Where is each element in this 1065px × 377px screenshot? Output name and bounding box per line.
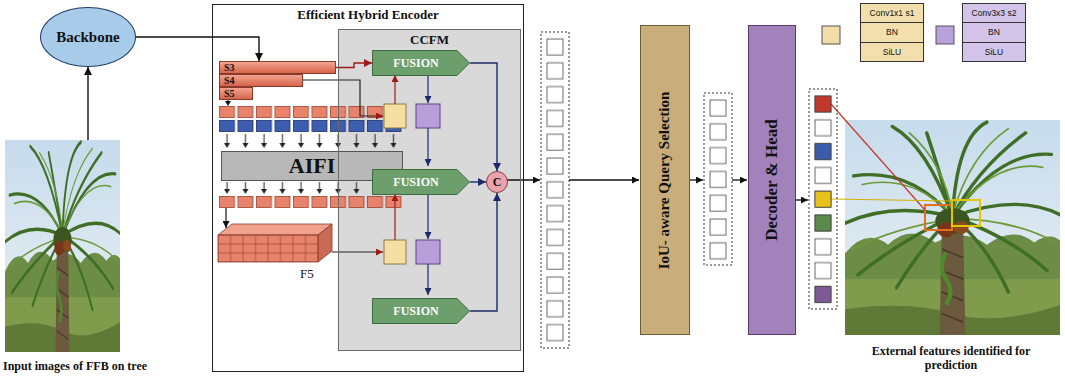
block-label: BN [860, 22, 924, 42]
prediction-token [815, 286, 831, 302]
block-label: BN [962, 22, 1026, 42]
photo-caption: Input images of FFB on tree [2, 359, 147, 376]
fusion-outline [373, 51, 470, 76]
prediction-token [815, 96, 831, 112]
token-row [218, 196, 403, 208]
prediction-token [815, 215, 831, 231]
conv-block: Conv3x3 s2BNSiLU [962, 4, 1026, 62]
feature-bar: S5 [219, 87, 253, 100]
decoder-head-box: Decoder & Head [748, 25, 796, 335]
connector-arrow [87, 67, 88, 140]
prediction-token [815, 144, 831, 160]
node-label: C [493, 175, 502, 190]
block-label: Conv3x3 s2 [962, 3, 1026, 23]
bar-label: S4 [224, 76, 235, 86]
flow-arrow [427, 264, 428, 295]
flow-arrow [796, 199, 808, 200]
encoder-panel: Efficient Hybrid EncoderS3S4S5AIFI CCFM FU… [212, 4, 524, 372]
flow-arrow [427, 193, 428, 239]
flow-arrow [394, 194, 395, 240]
flow-arrow [427, 128, 428, 166]
flow-arrow [427, 74, 428, 103]
fusion-outline [373, 299, 470, 324]
node-label: FUSION [393, 56, 438, 71]
token-row [218, 120, 403, 132]
feature-map-top [218, 224, 332, 235]
output-photo-panel: External features identified for predict… [840, 120, 1062, 375]
flow-arrow [690, 179, 703, 180]
block-label: SiLU [962, 42, 1026, 62]
panel-title: CCFM [339, 30, 520, 47]
leader-line [831, 104, 925, 210]
flow-arrow [394, 75, 395, 104]
fusion-block: FUSION [372, 50, 470, 76]
prediction-column [809, 89, 837, 309]
block-swatch [822, 26, 840, 44]
node-label: Decoder & Head [762, 119, 782, 241]
panel-title: Efficient Hybrid Encoder [213, 5, 523, 22]
output-photo [845, 120, 1060, 335]
feature-bar: S4 [219, 74, 303, 87]
conv1x1-block [384, 240, 406, 264]
bar-label: S3 [224, 63, 235, 73]
feature-bar: S3 [219, 61, 336, 74]
flow-arrow [225, 208, 226, 228]
conv3x3-block [416, 104, 440, 128]
text-label: F5 [300, 266, 314, 281]
feature-map [218, 235, 318, 262]
node-label: IoU- aware Query Selection [657, 91, 674, 269]
query-column [704, 93, 732, 265]
feature-map-label: F5 [300, 264, 314, 282]
query-selection-box: IoU- aware Query Selection [640, 25, 690, 335]
leader-line [831, 199, 952, 201]
node-label: FUSION [393, 304, 438, 319]
ccfm-panel: CCFM FUSION FUSION FUSION C [338, 29, 521, 351]
fusion-block: FUSION [372, 169, 470, 195]
flow-arrow [506, 179, 540, 180]
prediction-token [815, 191, 831, 207]
conv1x1-block [384, 104, 406, 128]
photo-caption: External features identified for predict… [866, 344, 1036, 375]
query-tokens [544, 35, 566, 344]
conv-block: Conv1x1 s1BNSiLU [860, 4, 924, 62]
fusion-outline [373, 170, 470, 195]
query-column [541, 32, 569, 348]
backbone-ellipse: Backbone [40, 7, 136, 67]
node-label: Backbone [56, 29, 119, 46]
detection-box [925, 205, 952, 230]
flow-arrow [732, 179, 747, 180]
conv3x3-block [416, 240, 440, 264]
concat-circle: C [486, 171, 508, 193]
query-tokens [707, 96, 729, 263]
flow-arrow [332, 251, 383, 252]
block-label: Conv1x1 s1 [860, 3, 924, 23]
panel-fill [213, 5, 523, 371]
prediction-tokens [812, 92, 834, 306]
node-label: AIFI [289, 153, 335, 179]
node-label: FUSION [393, 175, 438, 190]
block-label: SiLU [860, 42, 924, 62]
flow-arrows [218, 134, 403, 148]
input-photo [5, 140, 120, 352]
flow-arrow [569, 179, 639, 180]
connector-arrow [470, 181, 486, 182]
bar-label: S5 [224, 89, 235, 99]
input-photo-panel: Input images of FFB on tree [2, 140, 174, 376]
block-swatch [936, 26, 954, 44]
fusion-block: FUSION [372, 298, 470, 324]
detection-box [952, 200, 980, 226]
